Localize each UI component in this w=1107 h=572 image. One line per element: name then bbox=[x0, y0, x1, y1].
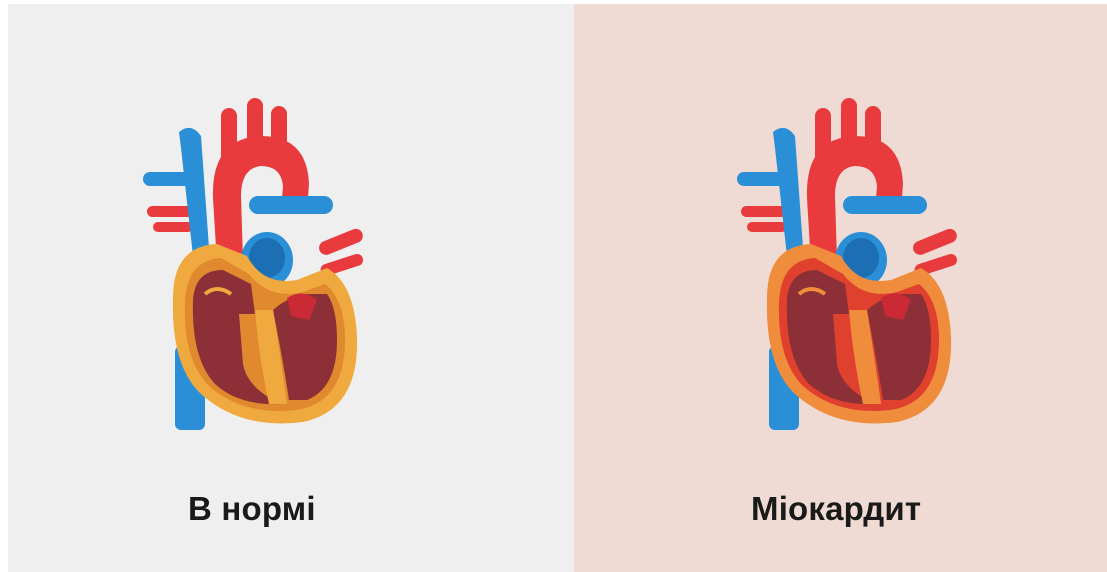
pulmonary-veins-left bbox=[741, 206, 787, 232]
pulmonary-veins-left bbox=[147, 206, 193, 232]
comparison-figure: В нормі bbox=[8, 4, 1107, 572]
myocarditis-heart-label: Міокардит bbox=[574, 490, 1107, 528]
heart-illustration-normal bbox=[131, 88, 381, 438]
myocarditis-heart-panel: Міокардит bbox=[574, 4, 1107, 572]
normal-heart-panel: В нормі bbox=[8, 4, 574, 572]
normal-heart-label: В нормі bbox=[8, 490, 574, 528]
heart-illustration-myocarditis bbox=[725, 88, 975, 438]
